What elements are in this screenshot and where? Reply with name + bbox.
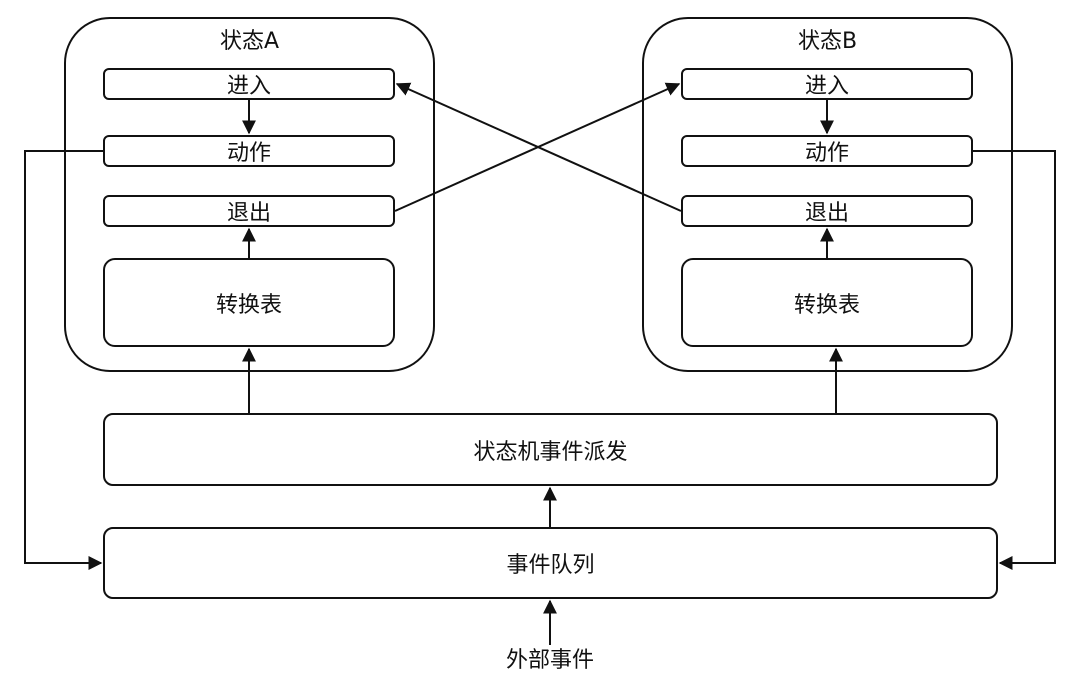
event-queue-box: 事件队列 <box>103 527 998 599</box>
state-b-title: 状态B <box>797 29 858 54</box>
arrow-a-exit-to-b-enter <box>394 82 681 212</box>
state-a-title: 状态A <box>219 29 280 54</box>
external-events-label: 外部事件 <box>505 648 594 673</box>
state-b-exit-box: 退出 <box>681 195 973 227</box>
arrow-b-exit-to-a-enter <box>395 82 682 212</box>
state-b-action-box: 动作 <box>681 135 973 167</box>
state-a-enter-box: 进入 <box>103 68 395 100</box>
state-a-transition-table: 转换表 <box>103 258 395 347</box>
state-machine-event-dispatcher: 状态机事件派发 <box>103 413 998 486</box>
state-b-enter-box: 进入 <box>681 68 973 100</box>
state-b-transition-table: 转换表 <box>681 258 973 347</box>
state-a-action-box: 动作 <box>103 135 395 167</box>
state-a-exit-box: 退出 <box>103 195 395 227</box>
